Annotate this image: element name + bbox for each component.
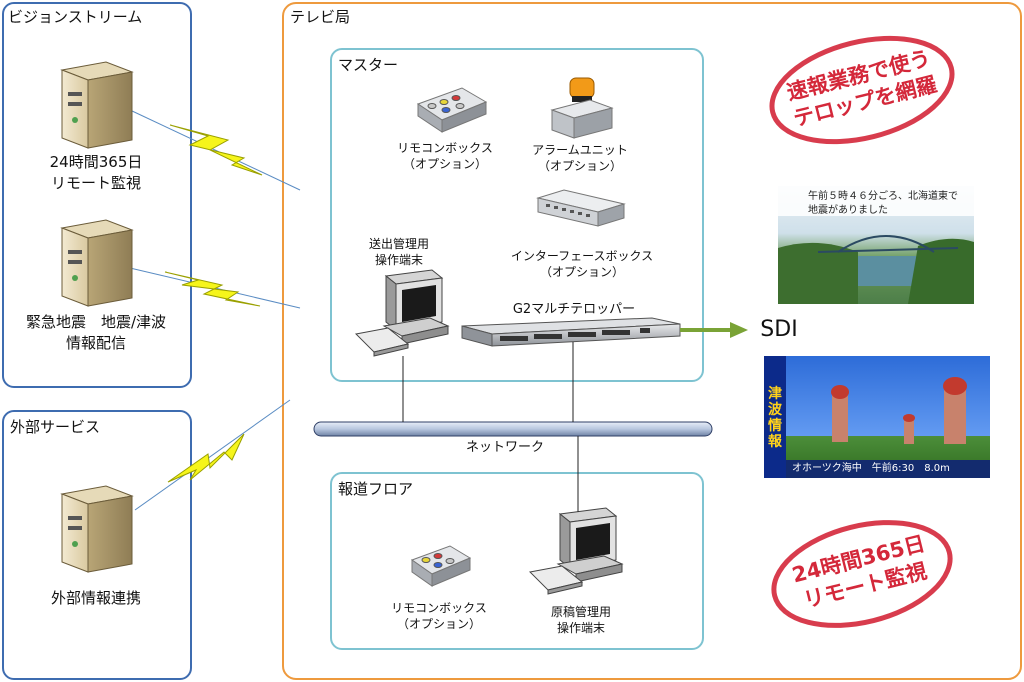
interface-box-option: （オプション） xyxy=(539,265,624,279)
news-floor-title: 報道フロア xyxy=(338,480,414,498)
manuscript-terminal-line2: 操作端末 xyxy=(556,621,605,635)
telop-device-icon xyxy=(461,317,681,347)
network-pipe xyxy=(313,421,713,437)
tv-station-title: テレビ局 xyxy=(290,8,351,26)
screen-top-caption: 午前５時４６分ごろ、北海道東で 地震がありました xyxy=(808,190,972,218)
eew-server-label: 緊急地震 地震/津波 情報配信 xyxy=(8,312,184,354)
external-services-title: 外部サービス xyxy=(10,418,101,436)
external-services-group xyxy=(2,410,192,680)
alarm-unit-icon xyxy=(550,77,614,139)
remote-box-label-master: リモコンボックス （オプション） xyxy=(390,140,500,172)
send-terminal-label: 送出管理用 操作端末 xyxy=(354,236,444,268)
monitoring-label-line1: 24時間365日 xyxy=(49,153,143,171)
send-terminal-line2: 操作端末 xyxy=(374,253,423,267)
external-server-label: 外部情報連携 xyxy=(50,589,141,607)
screen-top-caption-line1: 午前５時４６分ごろ、北海道東で xyxy=(808,191,958,202)
eew-label-line1: 緊急地震 地震/津波 xyxy=(25,313,167,331)
pc-icon-manuscript-terminal xyxy=(528,507,624,595)
remote-box-news-name: リモコンボックス xyxy=(391,601,487,615)
monitoring-label-line2: リモート監視 xyxy=(50,174,141,192)
remote-box-label-news: リモコンボックス （オプション） xyxy=(384,600,494,632)
remote-box-name: リモコンボックス xyxy=(397,141,493,155)
screen-bottom-side-text: 津 波 情 報 xyxy=(766,386,784,450)
send-terminal-line1: 送出管理用 xyxy=(368,237,429,251)
bridge-photo xyxy=(778,186,974,304)
side-char-4: 報 xyxy=(768,434,782,450)
vision-stream-group xyxy=(2,2,192,388)
interface-box-icon xyxy=(536,189,626,227)
alarm-unit-name: アラームユニット xyxy=(532,143,628,157)
side-char-1: 津 xyxy=(768,386,782,402)
network-drop-lines xyxy=(402,342,579,512)
lightning-bolt-icon xyxy=(164,124,263,483)
server-icon-external xyxy=(60,485,134,573)
eew-label-line2: 情報配信 xyxy=(65,334,126,352)
master-group xyxy=(330,48,704,382)
news-floor-group xyxy=(330,472,704,650)
vision-stream-title: ビジョンストリーム xyxy=(8,8,143,26)
tv-station-group xyxy=(282,2,1022,680)
stamp-bottom xyxy=(771,520,953,628)
screen-top-caption-line2: 地震がありました xyxy=(808,205,888,216)
sdi-label: SDI xyxy=(760,317,798,342)
interface-box-label: インターフェースボックス （オプション） xyxy=(502,248,662,280)
monitoring-server-label: 24時間365日 リモート監視 xyxy=(28,152,164,194)
telop-sample-screen-bottom: 津 波 情 報 オホーツク海中 午前6:30 8.0m xyxy=(764,356,990,478)
remote-box-icon-news xyxy=(410,545,472,587)
remote-box-option: （オプション） xyxy=(402,157,487,171)
manuscript-terminal-line1: 原稿管理用 xyxy=(550,605,611,619)
alarm-unit-label: アラームユニット （オプション） xyxy=(522,142,638,174)
remote-box-news-option: （オプション） xyxy=(396,617,481,631)
side-char-3: 情 xyxy=(768,418,782,434)
network-label: ネットワーク xyxy=(465,440,544,455)
telop-sample-screen-top: 午前５時４６分ごろ、北海道東で 地震がありました xyxy=(778,186,974,304)
remote-box-icon-master xyxy=(416,87,488,133)
server-icon-monitoring xyxy=(60,61,134,149)
interface-box-name: インターフェースボックス xyxy=(510,249,654,263)
sdi-output-arrow xyxy=(680,322,748,338)
silo-photo xyxy=(764,356,990,478)
alarm-unit-option: （オプション） xyxy=(537,159,622,173)
telop-device-label: G2マルチテロッパー xyxy=(512,302,636,317)
side-char-2: 波 xyxy=(768,402,782,418)
manuscript-terminal-label: 原稿管理用 操作端末 xyxy=(536,604,626,636)
stamp-top xyxy=(769,35,955,145)
master-title: マスター xyxy=(338,56,399,74)
screen-bottom-ticker: オホーツク海中 午前6:30 8.0m xyxy=(792,463,950,474)
pc-icon-send-terminal xyxy=(354,269,450,357)
server-icon-eew xyxy=(60,219,134,307)
